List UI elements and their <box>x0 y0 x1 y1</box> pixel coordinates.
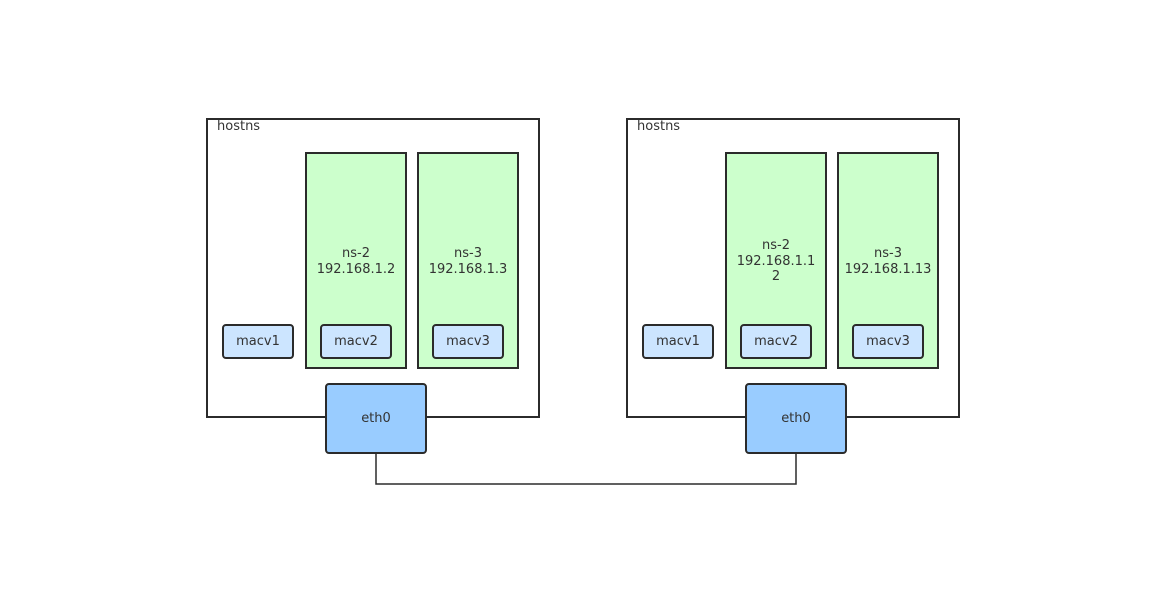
host-2-label: hostns <box>637 119 681 134</box>
host-2-ns-2-name: ns-2 <box>762 238 790 253</box>
host-1-ns-3-ip: 192.168.1.3 <box>428 261 508 277</box>
host-2-macv3: macv3 <box>852 324 924 359</box>
host-1-macv3: macv3 <box>432 324 504 359</box>
host-2-ns-3-ip: 192.168.1.13 <box>844 261 932 277</box>
host-1-ns-2-ip: 192.168.1.2 <box>316 261 396 277</box>
host-1-ns-2-text: ns-2 192.168.1.2 <box>311 246 401 277</box>
host-1-eth0: eth0 <box>325 383 427 454</box>
host-2-ns-3-name: ns-3 <box>874 246 902 261</box>
host-2-ns-2-ip: 192.168.1.12 <box>736 253 816 285</box>
host-2-macv1: macv1 <box>642 324 714 359</box>
host-2-ns-3-text: ns-3 192.168.1.13 <box>843 246 933 277</box>
host-1-ns-3-text: ns-3 192.168.1.3 <box>423 246 513 277</box>
host-1-macv2: macv2 <box>320 324 392 359</box>
host-1-label: hostns <box>217 119 261 134</box>
host-2-ns-2-text: ns-2 192.168.1.12 <box>735 238 817 285</box>
host-2-eth0: eth0 <box>745 383 847 454</box>
host-1-ns-3-name: ns-3 <box>454 246 482 261</box>
host-1-ns-2-name: ns-2 <box>342 246 370 261</box>
host-1-macv1: macv1 <box>222 324 294 359</box>
host-2-macv2: macv2 <box>740 324 812 359</box>
